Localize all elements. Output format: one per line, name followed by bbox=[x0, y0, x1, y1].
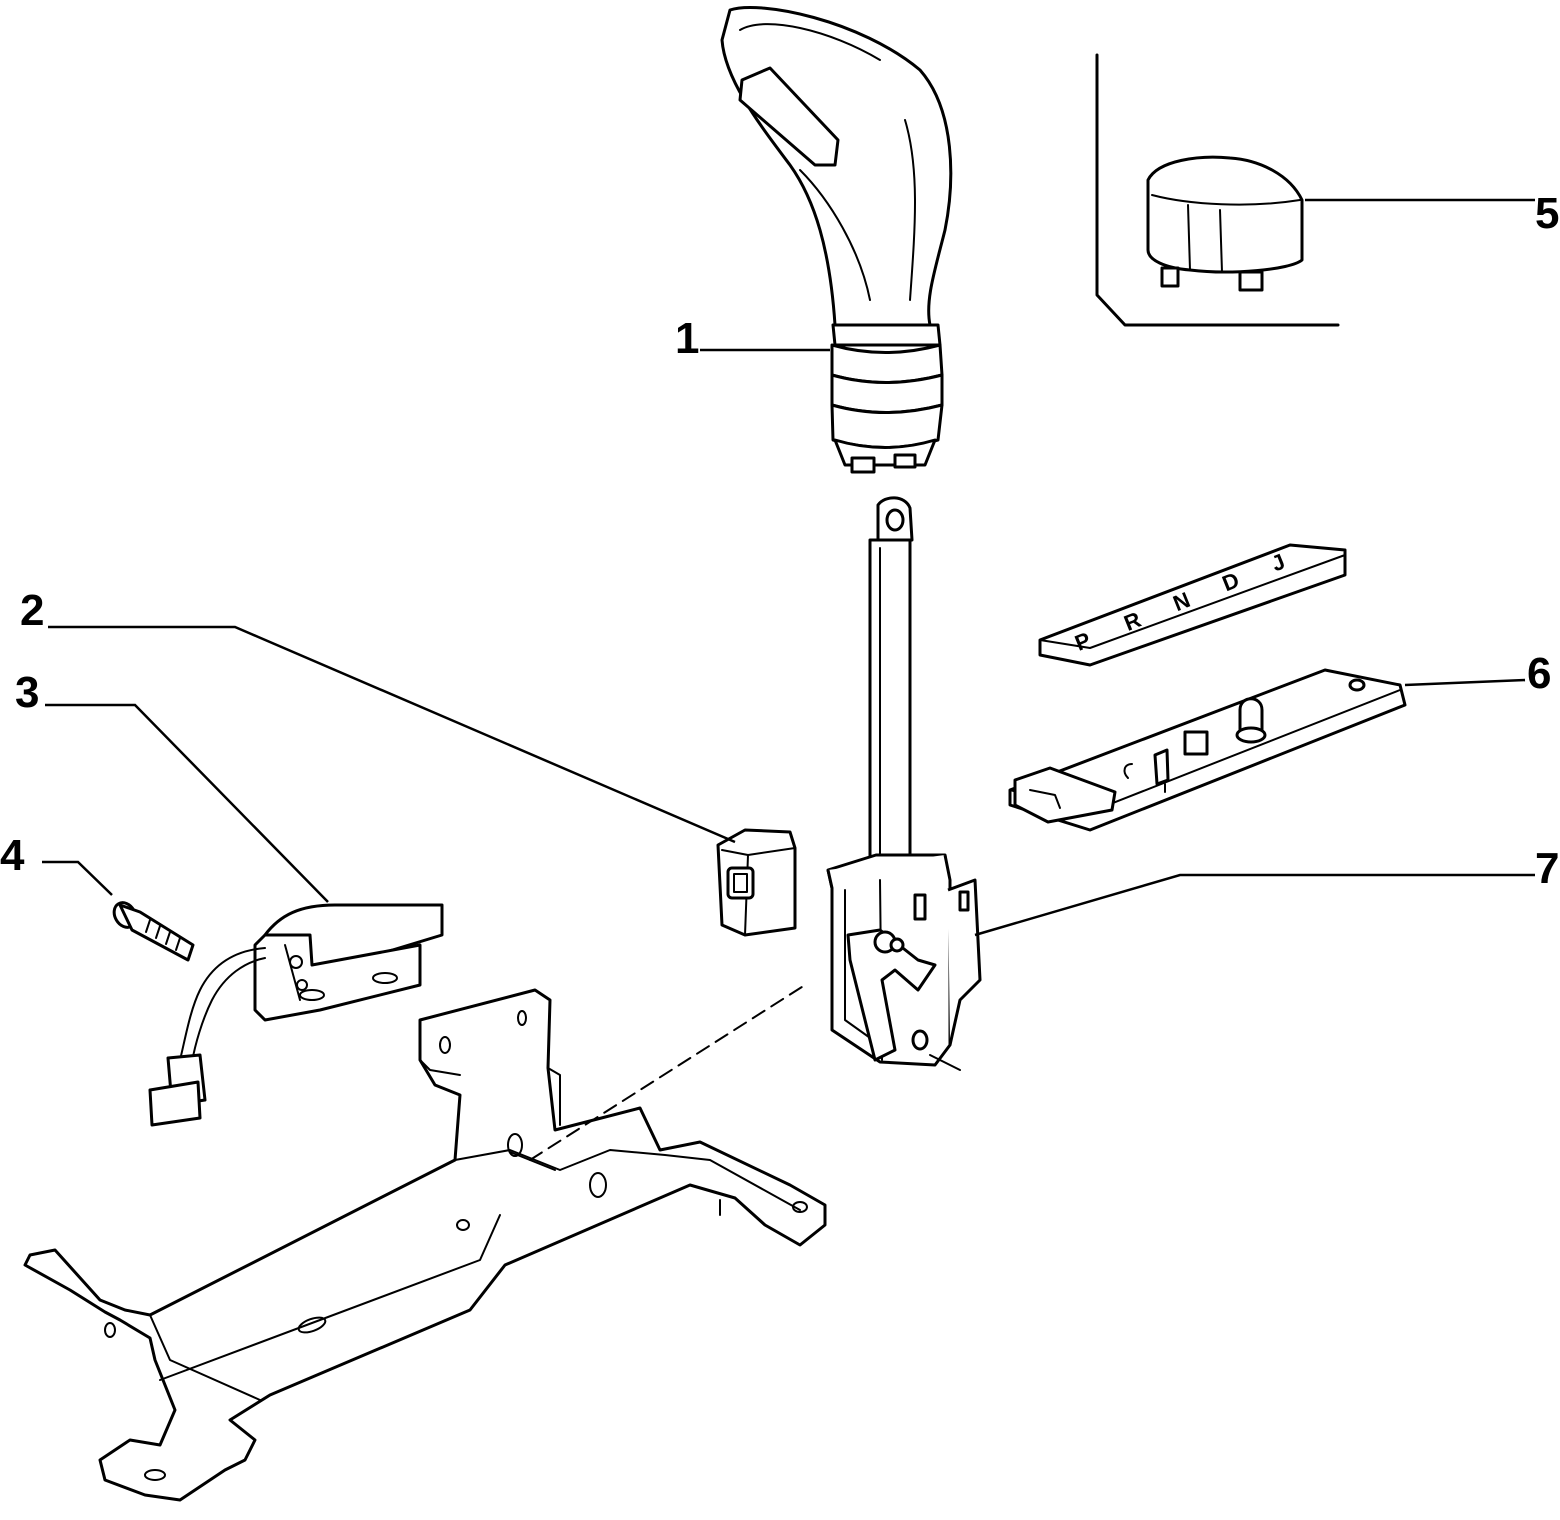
callout-6: 6 bbox=[1527, 649, 1551, 698]
switch-harness bbox=[148, 903, 444, 1127]
callout-7: 7 bbox=[1535, 844, 1559, 893]
callout-4: 4 bbox=[0, 831, 25, 880]
selector-plate: P R N D J bbox=[1038, 543, 1347, 667]
callout-1: 1 bbox=[675, 314, 699, 363]
circuit-board bbox=[1008, 668, 1407, 832]
shift-lever-assembly bbox=[826, 496, 982, 1067]
callout-labels: 1 2 3 4 5 6 7 bbox=[0, 189, 1559, 893]
gear-knob bbox=[720, 6, 953, 474]
bolt bbox=[112, 901, 195, 962]
callout-2: 2 bbox=[20, 586, 44, 635]
connector bbox=[716, 828, 797, 937]
leader-lines bbox=[42, 198, 1535, 937]
relay bbox=[1095, 53, 1340, 327]
callout-3: 3 bbox=[15, 668, 39, 717]
callout-5: 5 bbox=[1535, 189, 1559, 238]
mounting-bracket bbox=[23, 984, 961, 1502]
